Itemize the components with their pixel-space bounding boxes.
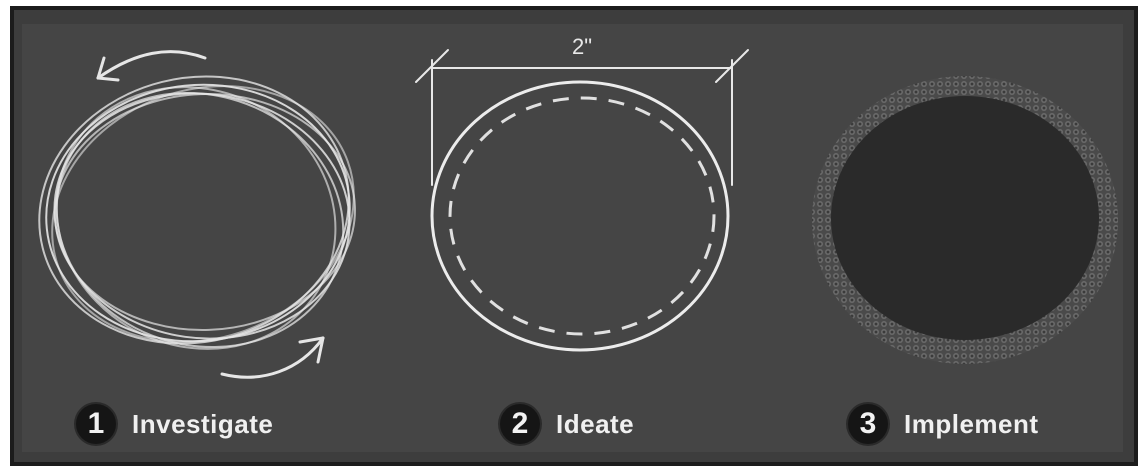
step-number-badge: 2 — [500, 404, 540, 444]
sketch-circle-group — [11, 41, 390, 396]
step-implement: 3 Implement — [848, 402, 1039, 446]
step-label: Ideate — [556, 409, 634, 440]
curved-arrow-icon — [222, 338, 323, 377]
sketch-stroke — [23, 56, 376, 383]
dimension-label: 2" — [572, 34, 592, 59]
fabric-circle-inner — [831, 96, 1099, 340]
precise-circle — [432, 82, 728, 350]
step-number-badge: 1 — [76, 404, 116, 444]
dimension-line — [416, 50, 748, 185]
curved-arrow-icon — [98, 52, 205, 80]
step-label: Implement — [904, 409, 1039, 440]
step-label: Investigate — [132, 409, 273, 440]
step-investigate: 1 Investigate — [76, 402, 273, 446]
step-number-badge: 3 — [848, 404, 888, 444]
dashed-stitch-line — [450, 98, 714, 334]
sketch-stroke — [33, 70, 362, 356]
step-ideate: 2 Ideate — [500, 402, 634, 446]
